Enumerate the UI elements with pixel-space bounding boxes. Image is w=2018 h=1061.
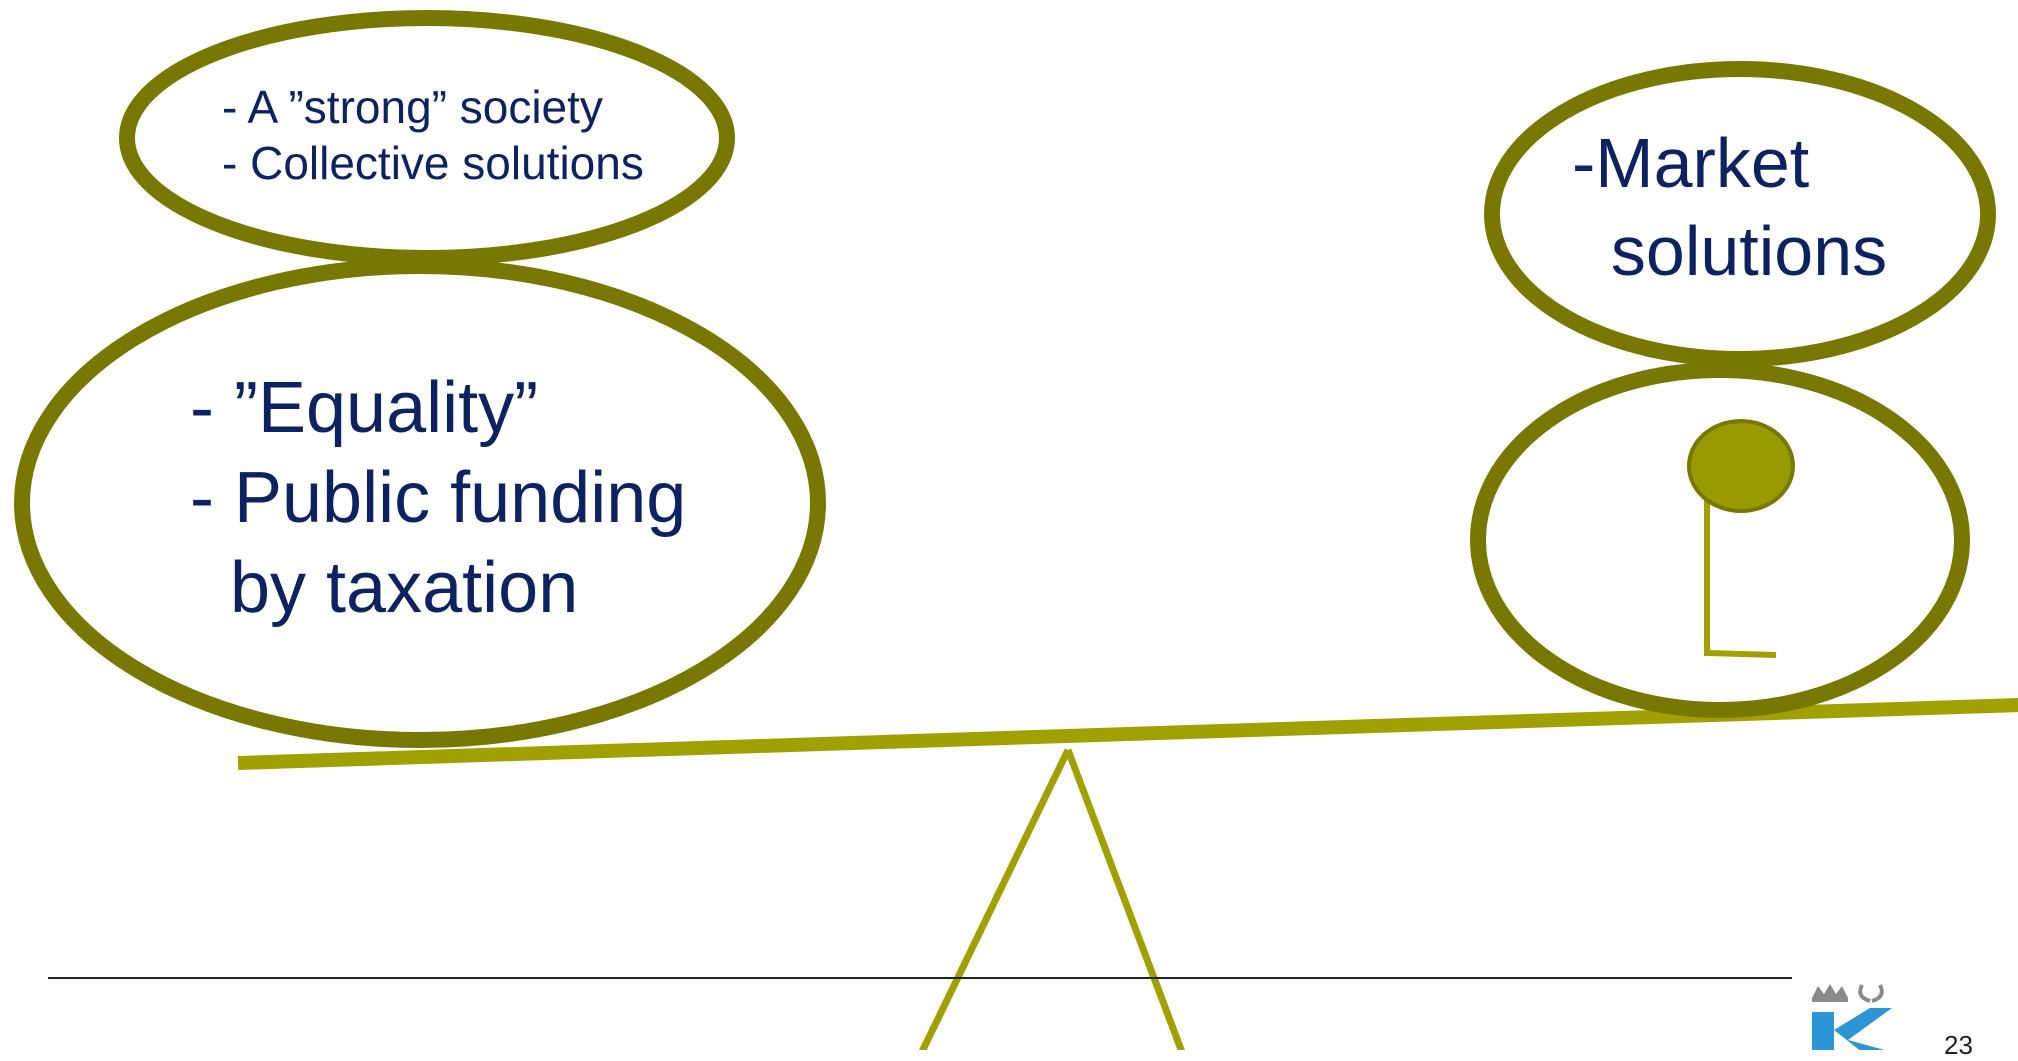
stick-figure-icon bbox=[1687, 419, 1795, 658]
right-top-line-2: solutions bbox=[1572, 212, 1888, 290]
left-bottom-oval bbox=[14, 258, 826, 748]
left-top-oval bbox=[119, 10, 735, 266]
page-number: 23 bbox=[1944, 1030, 1973, 1060]
left-bottom-line-1: - ”Equality” bbox=[190, 368, 539, 448]
left-top-line-2: - Collective solutions bbox=[222, 137, 644, 189]
right-top-oval bbox=[1484, 61, 1996, 367]
left-bottom-line-3: by taxation bbox=[190, 548, 579, 628]
right-top-line-1: -Market bbox=[1572, 124, 1810, 202]
left-top-line-1: - A ”strong” society bbox=[222, 81, 603, 133]
fulcrum bbox=[918, 748, 1185, 1050]
left-bottom-line-2: - Public funding bbox=[190, 458, 687, 538]
right-bottom-oval bbox=[1470, 362, 1970, 718]
crown-and-k-logo bbox=[1812, 984, 1892, 1050]
